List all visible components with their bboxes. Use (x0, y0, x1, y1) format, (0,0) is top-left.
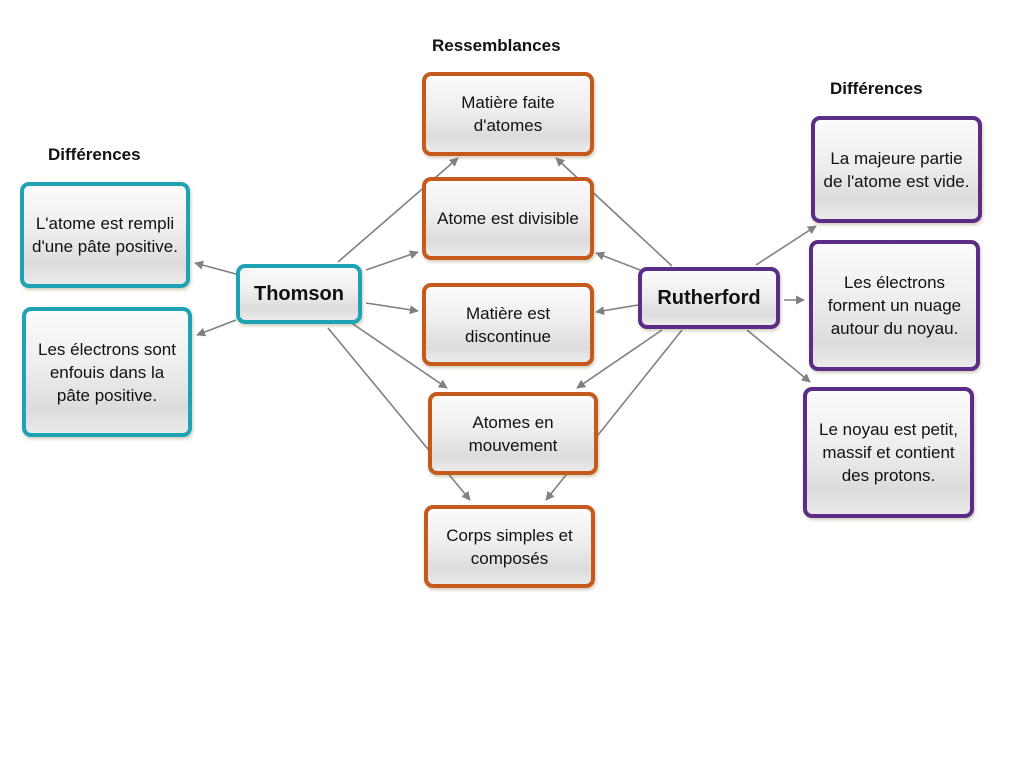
heading-thomson-differences: Différences (48, 145, 141, 164)
similarity-box[interactable]: Atome est divisible (422, 177, 594, 260)
thomson-difference-box[interactable]: Les électrons sont enfouis dans la pâte … (22, 307, 192, 437)
similarity-box[interactable]: Corps simples et composés (424, 505, 595, 588)
thomson-node[interactable]: Thomson (236, 264, 362, 324)
similarity-box[interactable]: Atomes en mouvement (428, 392, 598, 475)
rutherford-difference-box[interactable]: La majeure partie de l'atome est vide. (811, 116, 982, 223)
heading-rutherford-differences: Différences (830, 79, 923, 98)
arrow-rutherford-to-sim-4 (576, 329, 663, 389)
arrow-rutherford-to-sim-3 (595, 304, 639, 316)
rutherford-node[interactable]: Rutherford (638, 267, 780, 329)
heading-similarities: Ressemblances (432, 36, 561, 55)
arrow-rutherford-to-rutherford-diff-1 (755, 225, 817, 266)
arrow-thomson-to-sim-3 (365, 302, 419, 315)
similarity-box[interactable]: Matière est discontinue (422, 283, 594, 366)
arrow-thomson-to-sim-1 (337, 157, 459, 263)
arrow-rutherford-to-sim-1 (555, 157, 673, 267)
arrow-thomson-to-thomson-diff-2 (196, 319, 237, 337)
arrow-thomson-to-sim-4 (349, 321, 448, 389)
arrow-rutherford-to-sim-2 (595, 251, 641, 271)
arrow-thomson-to-sim-2 (365, 250, 419, 271)
similarity-box[interactable]: Matière faite d'atomes (422, 72, 594, 156)
rutherford-difference-box[interactable]: Les électrons forment un nuage autour du… (809, 240, 980, 371)
rutherford-difference-box[interactable]: Le noyau est petit, massif et contient d… (803, 387, 974, 518)
thomson-difference-box[interactable]: L'atome est rempli d'une pâte positive. (20, 182, 190, 288)
arrow-thomson-to-thomson-diff-1 (194, 260, 237, 275)
arrow-rutherford-to-rutherford-diff-3 (746, 329, 811, 383)
